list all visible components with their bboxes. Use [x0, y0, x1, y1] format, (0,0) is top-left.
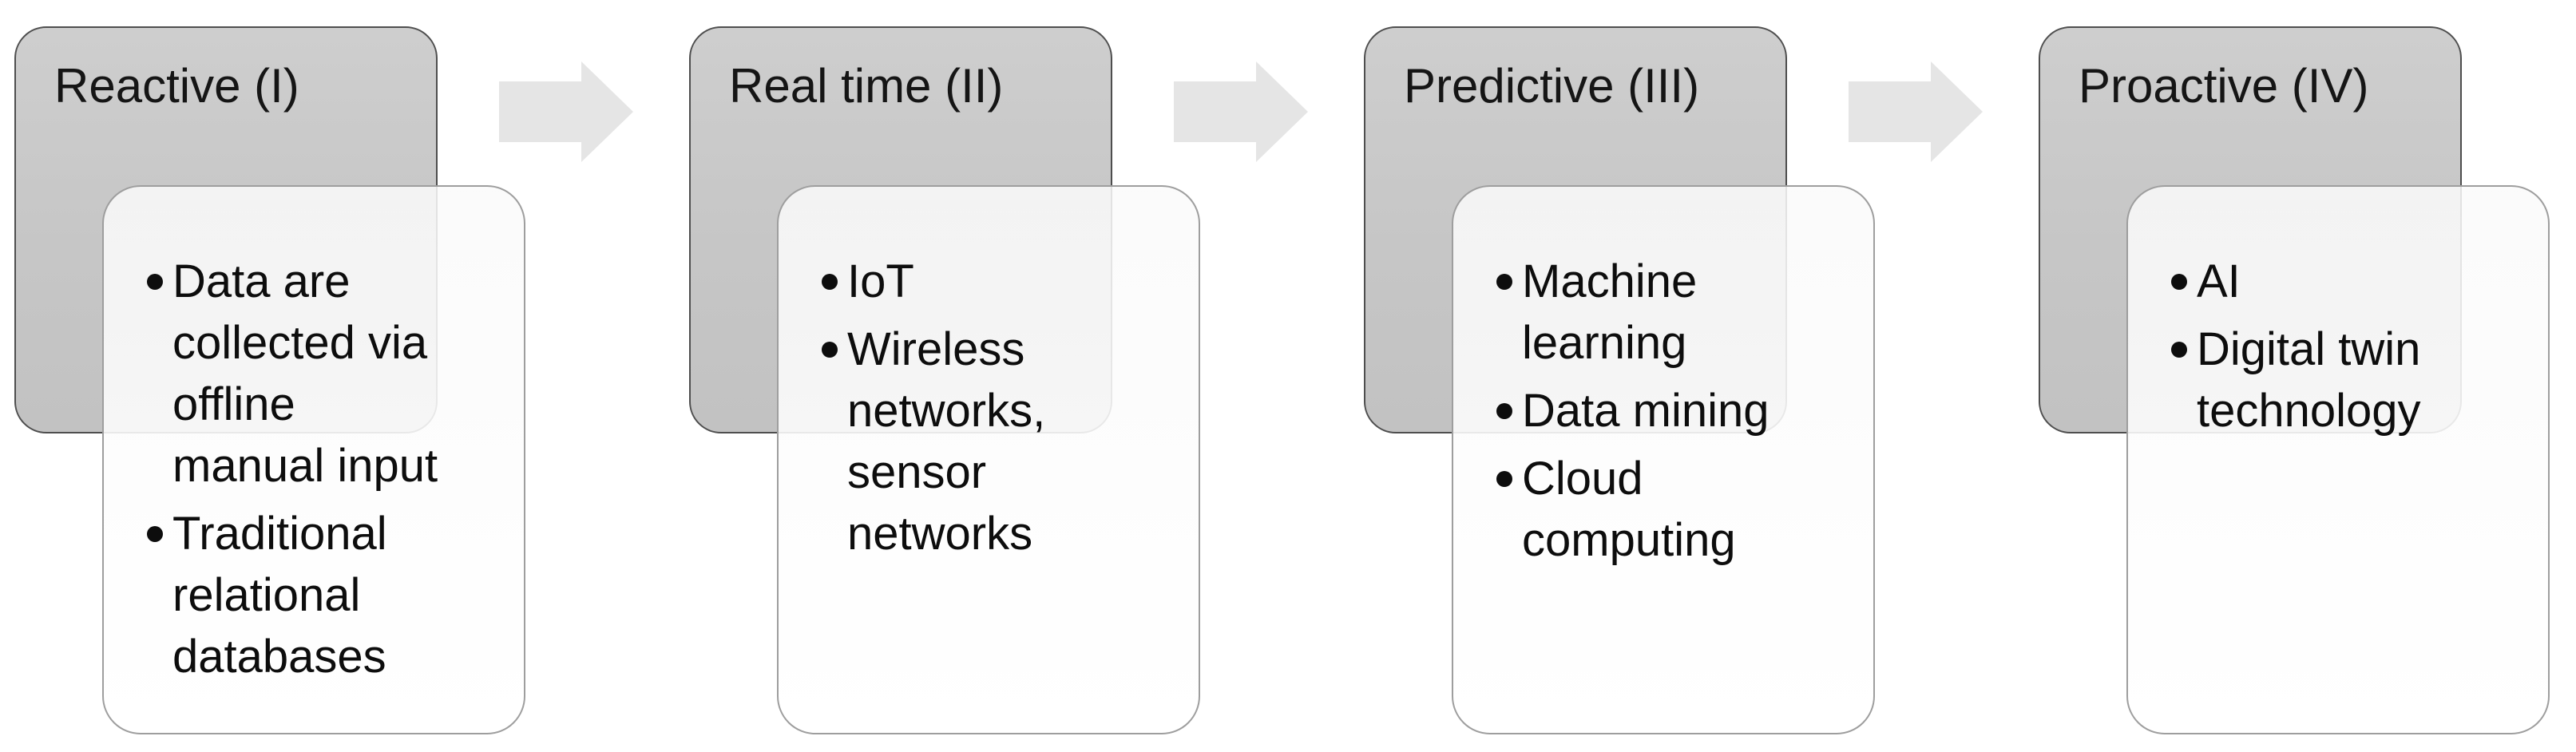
bullet-text: Machine learning — [1522, 255, 1698, 369]
flow-arrow-right-icon — [499, 61, 633, 162]
stage-predictive: Predictive (III) Machine learning Data m… — [1364, 26, 1895, 737]
bullet-item: Data mining — [1496, 380, 1859, 441]
bullet-item: Data are collected via offline manual in… — [147, 251, 509, 497]
bullet-text: AI — [2197, 255, 2241, 307]
stage-title: Reactive (I) — [54, 59, 299, 113]
bullet-text: Digital twin technology — [2197, 323, 2421, 437]
bullet-text: Data mining — [1522, 385, 1770, 437]
flow-arrow-right-icon — [1849, 61, 1983, 162]
stage-card: Data are collected via offline manual in… — [102, 185, 525, 734]
stage-card: IoT Wireless networks, sensor networks — [777, 185, 1200, 734]
bullet-dot-icon — [822, 342, 838, 358]
bullet-dot-icon — [2171, 274, 2187, 290]
bullet-text: Wireless networks, sensor networks — [847, 323, 1046, 560]
flow-arrow-right-icon — [1174, 61, 1308, 162]
bullet-dot-icon — [2171, 342, 2187, 358]
bullet-dot-icon — [147, 274, 163, 290]
stage-title: Predictive (III) — [1404, 59, 1700, 113]
bullet-item: Digital twin technology — [2171, 319, 2534, 441]
stage-card: AI Digital twin technology — [2126, 185, 2550, 734]
bullet-text: Traditional relational databases — [172, 508, 387, 683]
stage-proactive: Proactive (IV) AI Digital twin technolog… — [2039, 26, 2570, 737]
bullet-dot-icon — [1496, 471, 1512, 487]
stage-title: Proactive (IV) — [2079, 59, 2369, 113]
bullet-dot-icon — [1496, 274, 1512, 290]
bullet-item: AI — [2171, 251, 2534, 312]
stage-title: Real time (II) — [729, 59, 1004, 113]
stage-reactive: Reactive (I) Data are collected via offl… — [14, 26, 545, 737]
bullet-item: Wireless networks, sensor networks — [822, 319, 1184, 564]
stage-card: Machine learning Data mining Cloud compu… — [1452, 185, 1875, 734]
bullet-item: Cloud computing — [1496, 448, 1859, 571]
bullet-dot-icon — [822, 274, 838, 290]
bullet-text: Cloud computing — [1522, 453, 1736, 566]
bullet-item: IoT — [822, 251, 1184, 312]
bullet-text: Data are collected via offline manual in… — [172, 255, 438, 492]
stage-real-time: Real time (II) IoT Wireless networks, se… — [689, 26, 1220, 737]
bullet-dot-icon — [147, 526, 163, 542]
bullet-item: Machine learning — [1496, 251, 1859, 374]
bullet-dot-icon — [1496, 403, 1512, 419]
bullet-text: IoT — [847, 255, 914, 307]
bullet-item: Traditional relational databases — [147, 503, 509, 687]
